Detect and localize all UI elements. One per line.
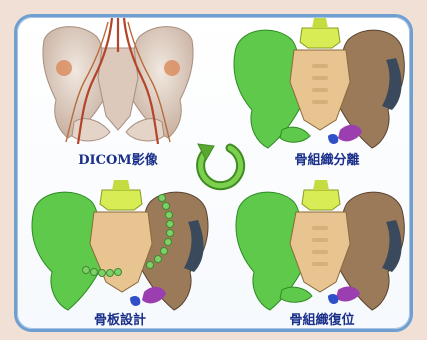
dicom-pelvis-image <box>38 18 198 150</box>
caption-bone-segmentation: 骨組織分離 <box>272 152 382 170</box>
bone-reduction-image <box>230 180 410 312</box>
caption-bone-reduction: 骨組織復位 <box>268 312 376 330</box>
segmented-pelvis-image <box>228 18 410 152</box>
bone-plate-design-image <box>26 180 214 312</box>
caption-bone-plate-design: 骨板設計 <box>72 312 168 330</box>
caption-dicom-image: DICOM影像 <box>50 152 186 170</box>
